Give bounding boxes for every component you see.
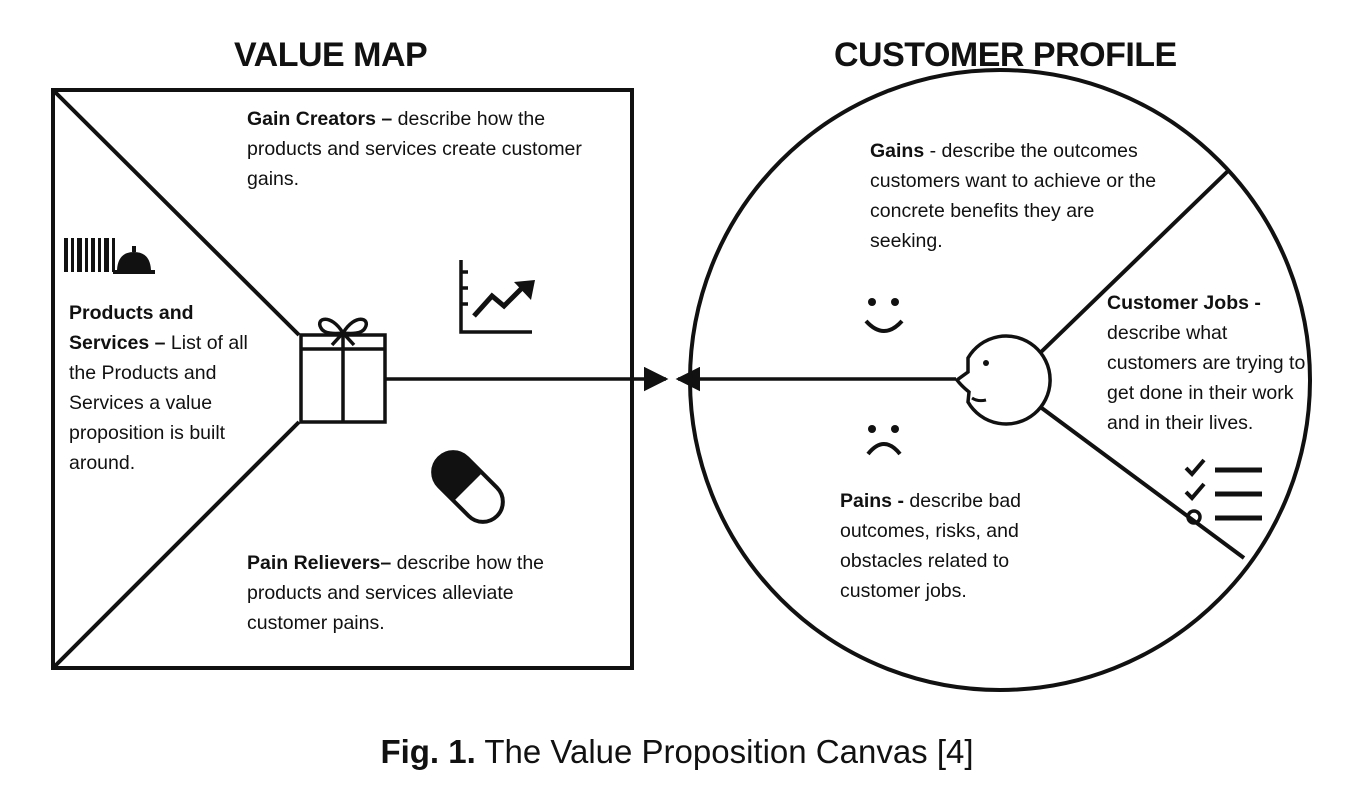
pill-icon <box>431 450 505 524</box>
gains-title: Gains <box>870 140 925 162</box>
pains-title: Pains - <box>840 490 904 512</box>
pain-relievers-text: Pain Relievers– describe how the product… <box>247 548 592 638</box>
gift-icon <box>299 317 387 424</box>
checklist-icon <box>1184 458 1262 525</box>
sad-face-icon <box>866 425 902 456</box>
products-services-title: Products and Services – <box>69 302 194 354</box>
customer-jobs-description: describe what customers are trying to ge… <box>1107 322 1306 434</box>
products-services-description: List of all the Products and Services a … <box>69 332 248 474</box>
gain-creators-title: Gain Creators – <box>247 108 393 130</box>
smiley-face-icon <box>864 298 904 333</box>
gains-description: - describe the outcomes customers want t… <box>870 140 1157 252</box>
value-map-heading: VALUE MAP <box>234 36 428 74</box>
gains-text: Gains - describe the outcomes customers … <box>870 136 1160 256</box>
customer-profile-circle <box>688 68 1312 692</box>
customer-jobs-text: Customer Jobs - describe what customers … <box>1107 288 1315 438</box>
customer-profile-heading: CUSTOMER PROFILE <box>834 36 1177 74</box>
gain-creators-description: describe how the products and services c… <box>247 108 582 190</box>
barcode-icon <box>64 238 115 272</box>
pain-relievers-description: describe how the products and services a… <box>247 552 545 634</box>
pains-description: describe bad outcomes, risks, and obstac… <box>840 490 1022 602</box>
pain-relievers-title: Pain Relievers– <box>247 552 392 574</box>
products-services-text: Products and Services – List of all the … <box>69 298 279 478</box>
figure-caption-text: The Value Proposition Canvas [4] <box>475 733 974 770</box>
customer-head-icon <box>954 334 1052 426</box>
figure-caption: Fig. 1. The Value Proposition Canvas [4] <box>0 733 1354 771</box>
customer-jobs-title: Customer Jobs - <box>1107 292 1261 314</box>
service-bell-icon <box>113 246 155 274</box>
gain-creators-text: Gain Creators – describe how the product… <box>247 104 592 194</box>
figure-label: Fig. 1. <box>380 733 476 770</box>
growth-chart-icon <box>459 260 535 334</box>
pains-text: Pains - describe bad outcomes, risks, an… <box>840 486 1070 606</box>
